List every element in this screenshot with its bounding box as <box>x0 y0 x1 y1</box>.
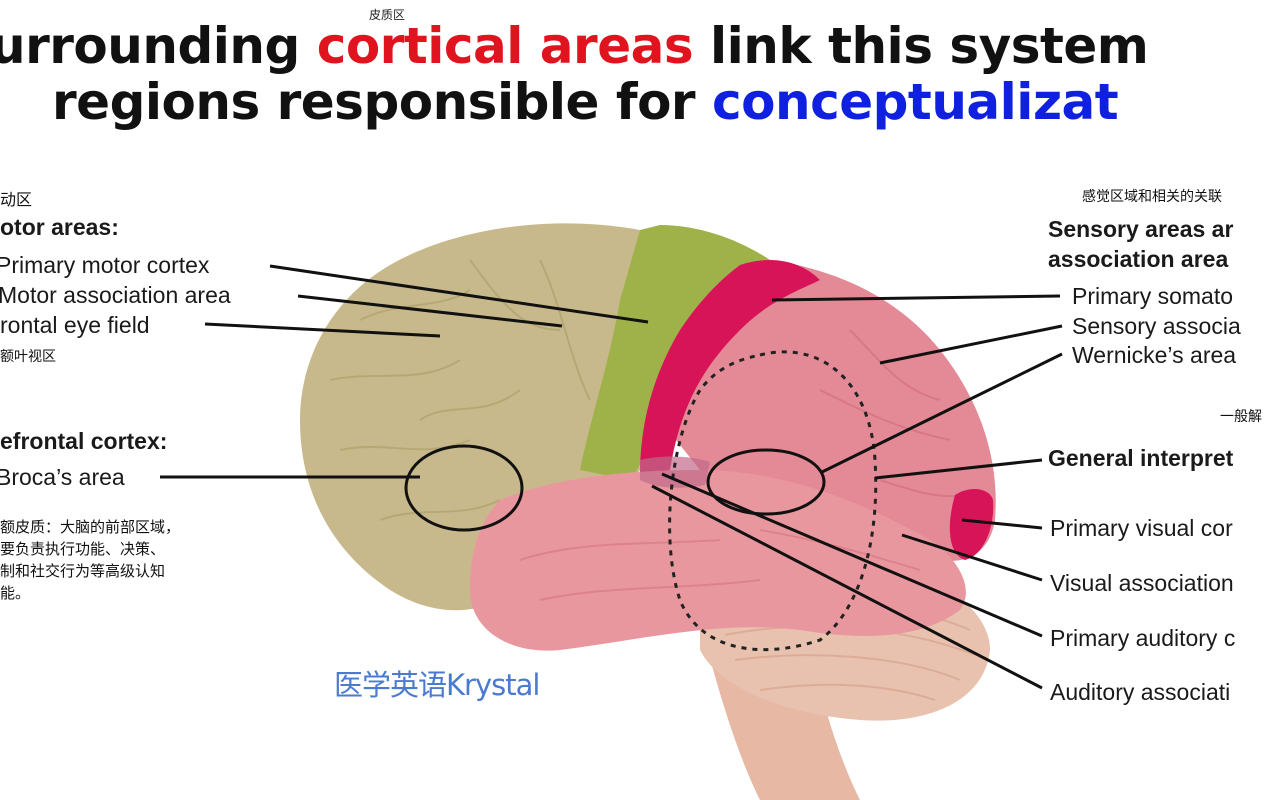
label-primary-somatosensory: Primary somato <box>1072 283 1234 309</box>
headline-line-1-post: link this system <box>693 17 1149 75</box>
broca-outline <box>404 444 524 532</box>
label-general-interpretive: General interpret <box>1048 445 1234 471</box>
headline-line-1: urrounding cortical areas link this syst… <box>0 18 1270 74</box>
headline-highlight-blue: conceptualizat <box>712 73 1119 131</box>
label-brocas-area: Broca’s area <box>0 464 125 490</box>
prefrontal-cn-note: 额皮质：大脑的前部区域， 要负责执行功能、决策、 制和社交行为等高级认知 能。 <box>0 516 250 604</box>
headline-line-1-pre: urrounding <box>0 17 317 75</box>
motor-areas-heading: otor areas: <box>0 214 119 240</box>
sensory-heading-2: association area <box>1048 246 1229 272</box>
primary-visual-patch <box>949 488 994 560</box>
label-primary-motor-cortex: Primary motor cortex <box>0 252 210 278</box>
watermark: 医学英语Krystal <box>334 668 540 702</box>
somatosensory-strip <box>640 260 820 475</box>
headline-line-2-pre: regions responsible for <box>52 73 712 131</box>
dashed-region <box>668 350 878 652</box>
label-primary-auditory: Primary auditory c <box>1050 625 1236 651</box>
label-primary-visual: Primary visual cor <box>1050 515 1233 541</box>
label-auditory-association: Auditory associati <box>1050 679 1231 705</box>
label-motor-association-area: Motor association area <box>0 282 231 308</box>
label-wernickes-area: Wernicke’s area <box>1072 342 1237 368</box>
headline-highlight-red: cortical areas <box>316 17 694 75</box>
note-line-2: 要负责执行功能、决策、 <box>0 540 166 558</box>
motor-cn-annotation: 动区 <box>0 190 33 209</box>
general-cn-annotation: 一般解 <box>1220 409 1262 425</box>
label-sensory-association: Sensory associa <box>1072 313 1241 339</box>
headline-line-2: regions responsible for conceptualizat <box>52 74 1280 130</box>
prefrontal-cortex-heading: efrontal cortex: <box>0 428 168 454</box>
note-line-4: 能。 <box>0 584 31 602</box>
temporal-lobe <box>470 470 966 651</box>
label-visual-association: Visual association <box>1050 570 1234 596</box>
sensory-heading-1: Sensory areas ar <box>1048 216 1234 242</box>
note-line-3: 制和社交行为等高级认知 <box>0 562 166 580</box>
sensory-cn-annotation: 感觉区域和相关的关联 <box>1082 189 1222 205</box>
wernicke-outline <box>706 448 826 516</box>
cortical-areas-cn-annotation: 皮质区 <box>369 8 406 22</box>
note-line-1: 额皮质：大脑的前部区域， <box>0 518 181 536</box>
frontal-eye-cn-annotation: 额叶视区 <box>0 349 56 365</box>
label-frontal-eye-field: rontal eye field <box>0 312 150 338</box>
